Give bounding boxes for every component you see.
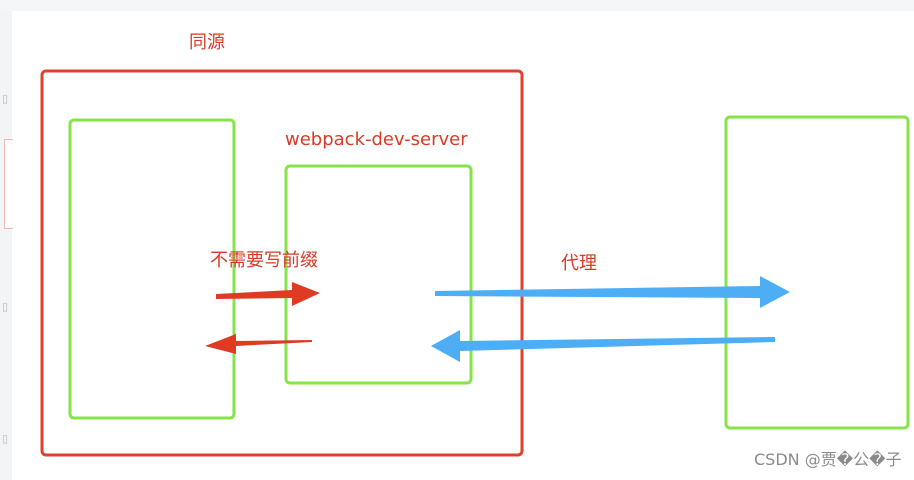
top-toolbar-strip xyxy=(0,0,914,11)
sidebar-mark: ▯ xyxy=(2,433,9,445)
sidebar-mark: ▯ xyxy=(2,93,9,105)
proxy-arrow-to-dev-server xyxy=(431,330,775,362)
sidebar-mark: ▯ xyxy=(2,301,9,313)
response-arrow-to-client xyxy=(205,334,312,354)
same-origin-label: 同源 xyxy=(189,32,225,53)
webpack-dev-server-label: webpack-dev-server xyxy=(285,129,468,150)
sidebar-card-edge xyxy=(4,139,13,229)
same-origin-box xyxy=(40,69,524,457)
backend-server-box xyxy=(724,115,910,430)
dev-server-box xyxy=(284,164,473,385)
no-prefix-label: 不需要写前缀 xyxy=(210,250,318,271)
request-arrow-to-dev-server xyxy=(216,282,320,306)
client-box xyxy=(68,118,236,420)
left-sidebar-strip: ▯ ▯ ▯ xyxy=(0,11,13,480)
proxy-arrow-to-backend xyxy=(435,276,790,308)
proxy-label: 代理 xyxy=(561,253,597,274)
csdn-watermark: CSDN @贾�公�子 xyxy=(754,450,902,469)
